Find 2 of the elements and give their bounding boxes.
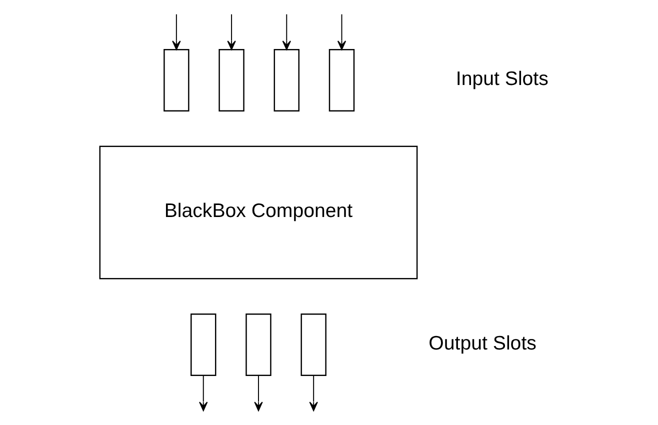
label: Output Slots [428,332,536,354]
label: Input Slots [455,68,548,90]
